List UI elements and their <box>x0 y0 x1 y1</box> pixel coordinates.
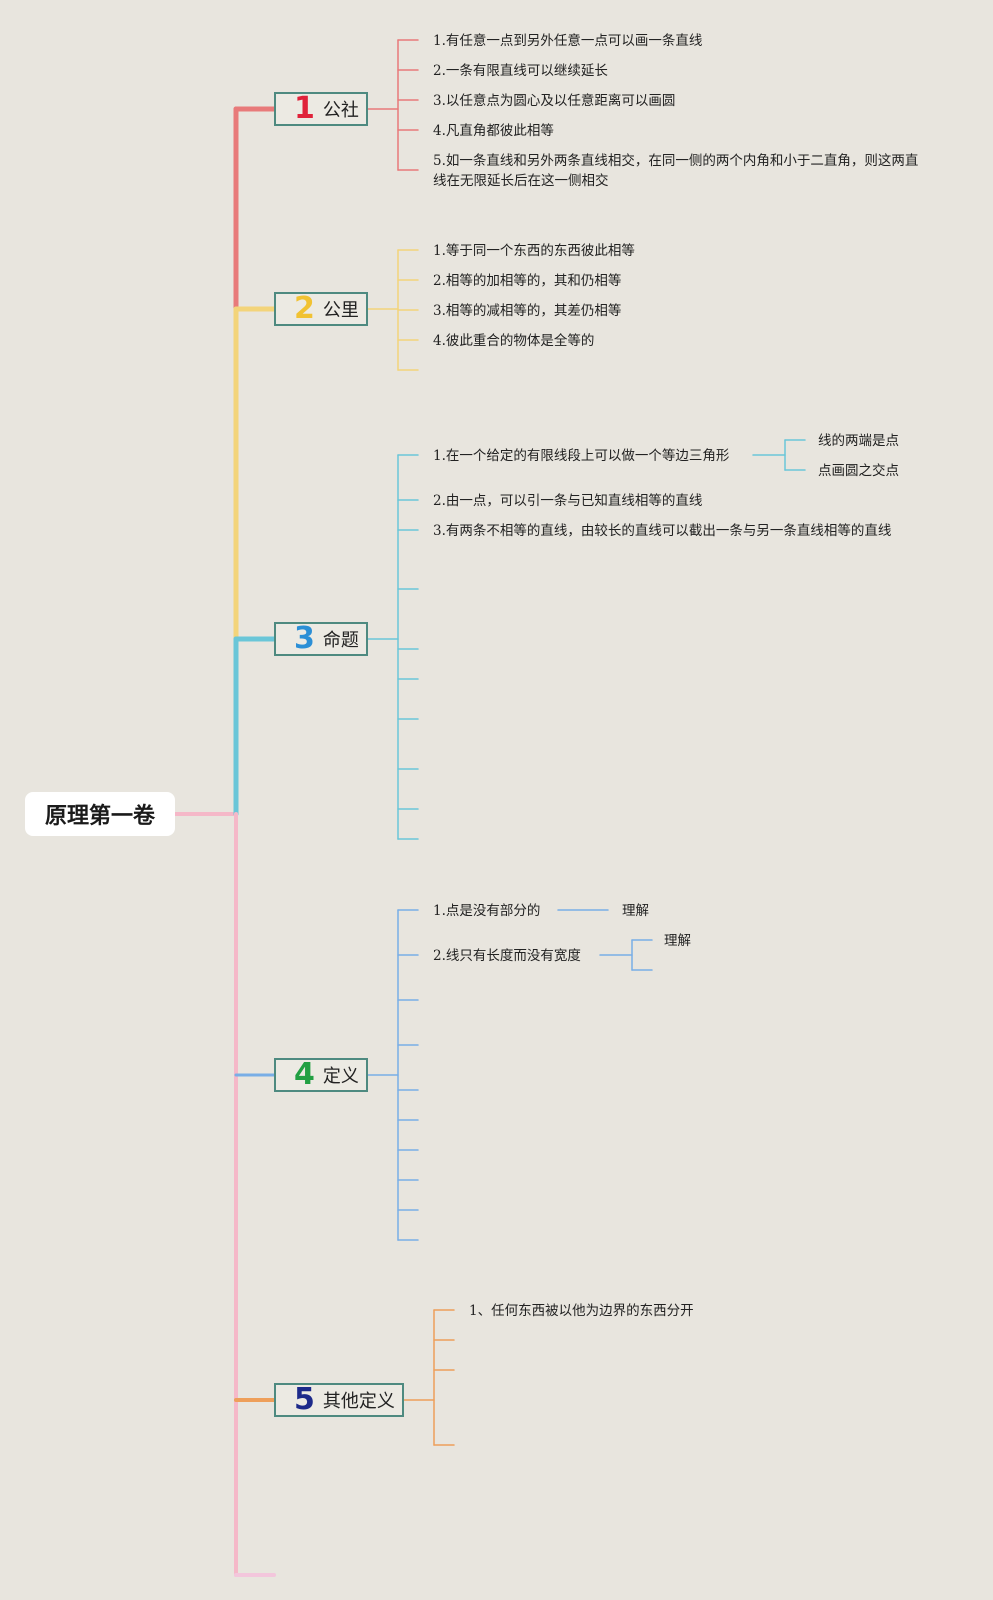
branch-2-item-4[interactable]: 4.彼此重合的物体是全等的 <box>433 333 595 349</box>
branch-2-number: 2 <box>294 291 315 326</box>
root-node[interactable]: 原理第一卷 <box>25 792 175 836</box>
branch-4-node[interactable]: 4 定义 <box>274 1058 368 1092</box>
branch-3-node[interactable]: 3 命题 <box>274 622 368 656</box>
branch-3-item-3[interactable]: 3.有两条不相等的直线，由较长的直线可以截出一条与另一条直线相等的直线 <box>433 523 892 539</box>
branch-3-label: 命题 <box>322 630 359 651</box>
branch-2-label: 公里 <box>322 300 359 321</box>
branch-4-label: 定义 <box>322 1066 359 1087</box>
branch-5-label: 其他定义 <box>322 1391 395 1412</box>
branch-1-label: 公社 <box>322 100 359 121</box>
branch-2-item-1[interactable]: 1.等于同一个东西的东西彼此相等 <box>433 243 635 259</box>
branch-3-sub-1[interactable]: 线的两端是点 <box>818 433 899 449</box>
branch-1-item-2[interactable]: 2.一条有限直线可以继续延长 <box>433 63 608 79</box>
branch-3-sub-2[interactable]: 点画圆之交点 <box>818 463 899 479</box>
branch-1-item-5[interactable]: 5.如一条直线和另外两条直线相交，在同一侧的两个内角和小于二直角，则这两直线在无… <box>433 153 919 189</box>
branch-3-number: 3 <box>294 621 315 656</box>
branch-1-node[interactable]: 1 公社 <box>274 92 368 126</box>
branch-1-number: 1 <box>294 91 315 126</box>
branch-4-item-1[interactable]: 1.点是没有部分的 <box>433 903 541 919</box>
branch-3-item-1[interactable]: 1.在一个给定的有限线段上可以做一个等边三角形 <box>433 448 730 464</box>
branch-2-node[interactable]: 2 公里 <box>274 292 368 326</box>
branch-1-item-3[interactable]: 3.以任意点为圆心及以任意距离可以画圆 <box>433 93 676 109</box>
root-title: 原理第一卷 <box>44 804 155 829</box>
branch-1-item-4[interactable]: 4.凡直角都彼此相等 <box>433 123 554 139</box>
branch-2-item-3[interactable]: 3.相等的减相等的，其差仍相等 <box>433 303 622 319</box>
branch-4-sub-1[interactable]: 理解 <box>622 903 649 919</box>
branch-4-number: 4 <box>294 1057 315 1092</box>
branch-5-node[interactable]: 5 其他定义 <box>274 1383 404 1417</box>
branch-5-number: 5 <box>294 1382 315 1417</box>
branch-5-item-1[interactable]: 1、任何东西被以他为边界的东西分开 <box>469 1303 694 1319</box>
branch-2-item-2[interactable]: 2.相等的加相等的，其和仍相等 <box>433 273 622 289</box>
branch-4-sub-2[interactable]: 理解 <box>664 933 691 949</box>
branch-1-item-1[interactable]: 1.有任意一点到另外任意一点可以画一条直线 <box>433 33 703 49</box>
branch-4-item-2[interactable]: 2.线只有长度而没有宽度 <box>433 948 581 964</box>
branch-3-item-2[interactable]: 2.由一点，可以引一条与已知直线相等的直线 <box>433 493 703 509</box>
